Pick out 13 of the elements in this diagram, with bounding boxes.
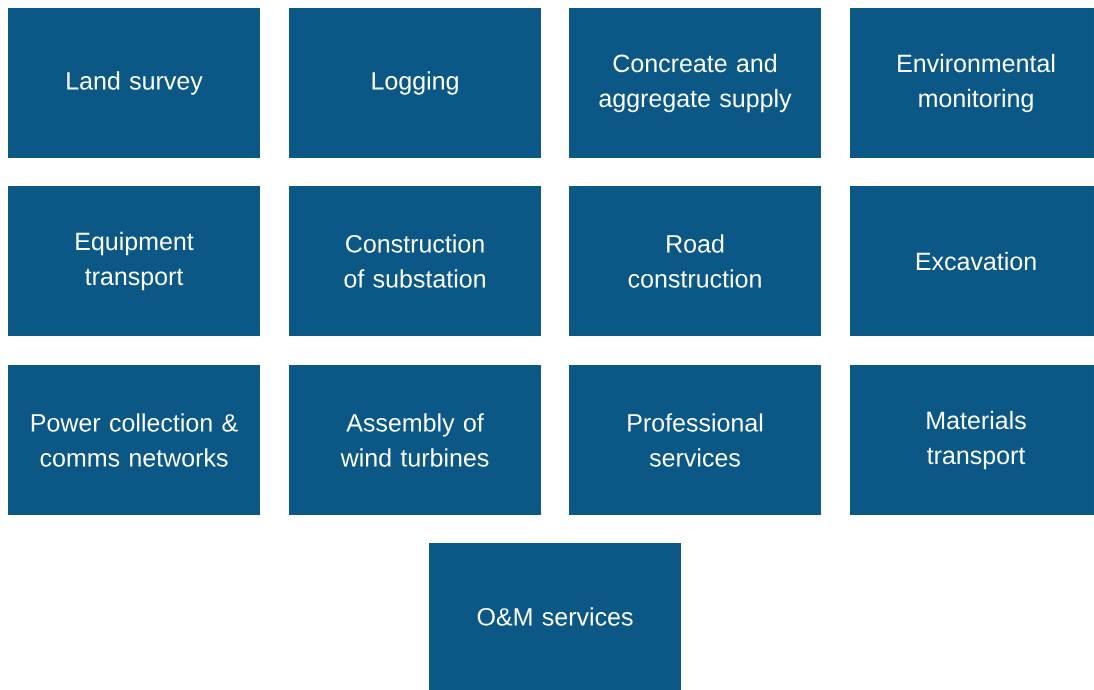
process-box: Land survey [8, 8, 260, 158]
process-box: Excavation [850, 186, 1094, 336]
process-box: Construction of substation [289, 186, 541, 336]
process-box: Assembly of wind turbines [289, 365, 541, 515]
process-box: Road construction [569, 186, 821, 336]
process-box: Materials transport [850, 365, 1094, 515]
process-box: Equipment transport [8, 186, 260, 336]
process-box: Power collection & comms networks [8, 365, 260, 515]
process-box: Professional services [569, 365, 821, 515]
process-box: Concreate and aggregate supply [569, 8, 821, 158]
process-box: Logging [289, 8, 541, 158]
process-box: Environmental monitoring [850, 8, 1094, 158]
process-box: O&M services [429, 543, 681, 690]
